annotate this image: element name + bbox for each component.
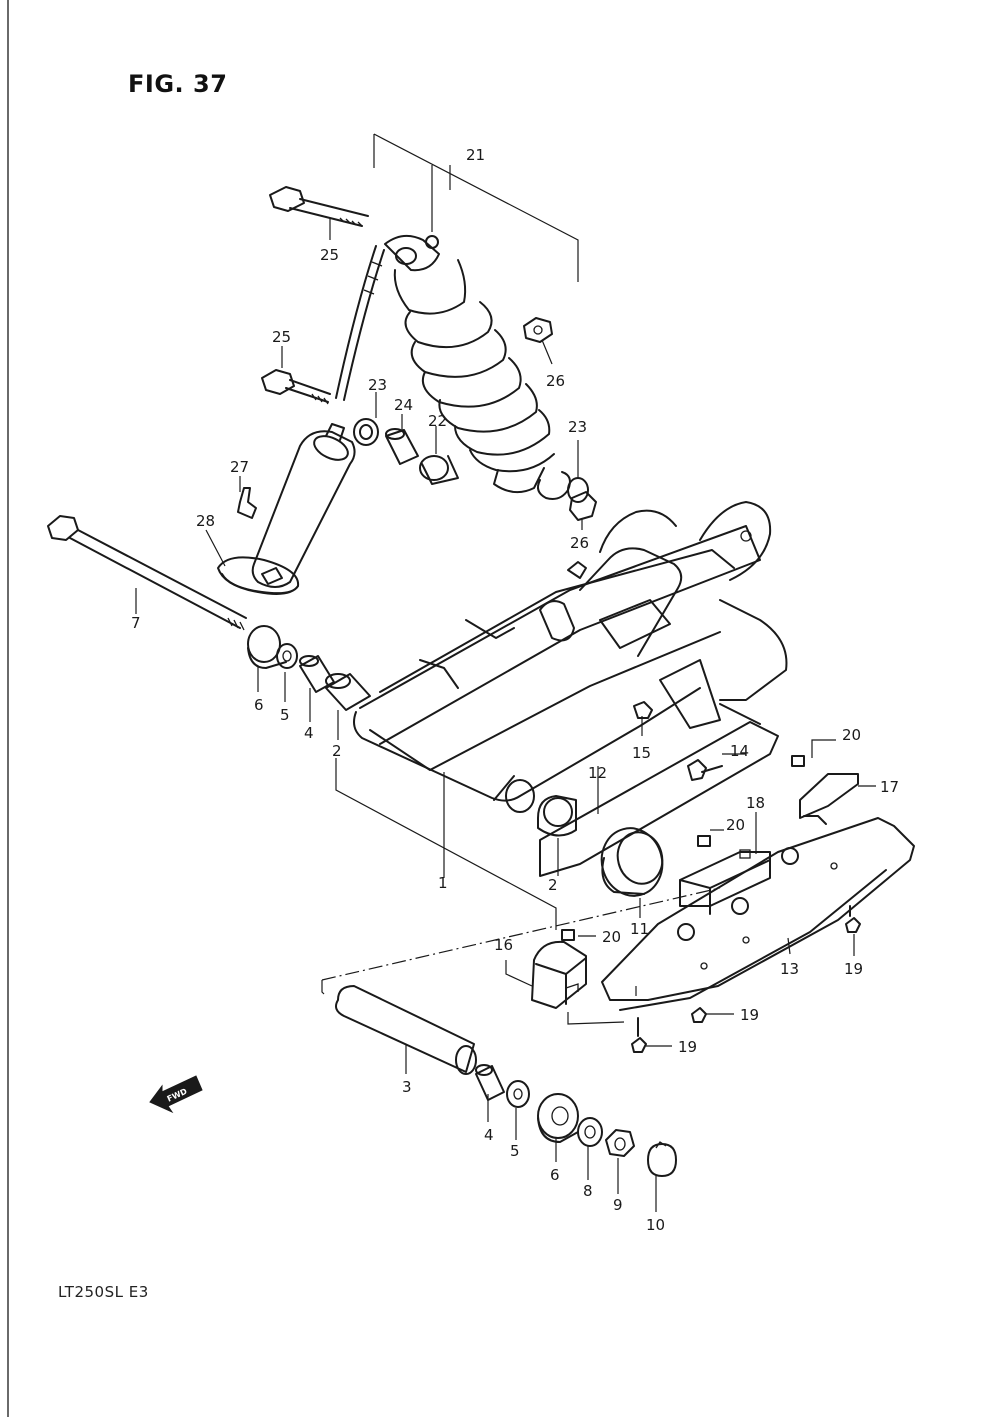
part-28-band (205, 529, 300, 595)
part-24-spacer (385, 414, 419, 465)
callout-25-lower: 25 (272, 328, 291, 346)
part-8-washer (577, 1117, 603, 1180)
callout-5-lower: 5 (510, 1142, 520, 1160)
callout-20-mid: 20 (726, 816, 745, 834)
callout-16: 16 (494, 936, 513, 954)
callout-15: 15 (632, 744, 651, 762)
callout-13: 13 (780, 960, 799, 978)
callout-14: 14 (730, 742, 749, 760)
model-label: LT250SL E3 (58, 1283, 149, 1301)
part-20-top-nut (791, 755, 805, 767)
part-19-bolts (631, 905, 861, 1053)
callout-6-left: 6 (254, 696, 264, 714)
part-16-block (505, 929, 596, 1009)
part-10-cap (647, 1141, 677, 1212)
bracket-1-2 (335, 758, 557, 930)
part-6-left-seal (247, 625, 287, 692)
fwd-arrow-icon: FWD (149, 1075, 203, 1114)
part-12-chain-slider (539, 721, 779, 877)
callout-19-right: 19 (844, 960, 863, 978)
part-17-bracket (799, 773, 876, 825)
callout-23-right: 23 (568, 418, 587, 436)
callout-21: 21 (466, 146, 485, 164)
part-3-pivot-tube (335, 985, 477, 1075)
shock-absorber (335, 234, 571, 500)
part-20-lower-nut (561, 929, 575, 941)
callout-2-left: 2 (332, 742, 342, 760)
part-23-left-collar (353, 392, 379, 446)
callout-18: 18 (746, 794, 765, 812)
callout-8: 8 (583, 1182, 593, 1200)
callout-2-right: 2 (548, 876, 558, 894)
callout-27: 27 (230, 458, 249, 476)
callout-17: 17 (880, 778, 899, 796)
callout-20-top: 20 (842, 726, 861, 744)
callout-3: 3 (402, 1078, 412, 1096)
callout-26-lower: 26 (570, 534, 589, 552)
callout-19-left: 19 (678, 1038, 697, 1056)
figure-title: FIG. 37 (128, 70, 228, 98)
shock-reservoir (251, 423, 356, 588)
part-14-bolt (687, 753, 746, 781)
callout-6-lower: 6 (550, 1166, 560, 1184)
callout-9: 9 (613, 1196, 623, 1214)
part-5-left-washer (276, 643, 298, 702)
callout-20-lower: 20 (602, 928, 621, 946)
callout-4-left: 4 (304, 724, 314, 742)
part-20-mid-nut (697, 835, 711, 847)
callout-7: 7 (131, 614, 141, 632)
part-5-lower-washer (506, 1080, 530, 1140)
callout-26-upper: 26 (546, 372, 565, 390)
part-26-lower-nut (569, 491, 597, 530)
leader-3-bracket (321, 980, 325, 995)
part-25-upper-bolt (269, 186, 369, 240)
part-26-upper-nut (523, 317, 553, 365)
leader-20-top (811, 739, 836, 758)
part-13-skid-plate (601, 817, 915, 1011)
callout-11: 11 (630, 920, 649, 938)
bracket-16-13 (567, 986, 637, 1025)
callout-5-left: 5 (280, 706, 290, 724)
part-15-bolt (633, 701, 653, 736)
part-7-axle-bolt (47, 515, 247, 631)
callout-12: 12 (588, 764, 607, 782)
part-11-dust-seal (600, 827, 664, 918)
part-2-right-bearing (537, 795, 577, 837)
callout-1: 1 (438, 874, 448, 892)
callout-28: 28 (196, 512, 215, 530)
callout-23-left: 23 (368, 376, 387, 394)
callout-19-mid: 19 (740, 1006, 759, 1024)
part-23-right-collar (567, 440, 589, 503)
part-2-left-bearing (325, 673, 371, 740)
part-6-lower-seal (537, 1093, 579, 1162)
part-25-lower-bolt (261, 346, 331, 405)
callout-10: 10 (646, 1216, 665, 1234)
part-22-bearing (419, 426, 459, 485)
callout-4-lower: 4 (484, 1126, 494, 1144)
part-9-nut (605, 1129, 635, 1194)
callout-22: 22 (428, 412, 447, 430)
part-4-lower-spacer (475, 1064, 505, 1122)
bracket-21 (373, 133, 579, 282)
swing-arm-frame (353, 501, 788, 813)
part-27-clip (237, 487, 257, 519)
callout-24: 24 (394, 396, 413, 414)
centerline-dash (321, 887, 721, 981)
callout-labels: 1 2 2 3 4 4 5 5 6 6 7 8 9 10 11 12 13 14… (131, 146, 899, 1234)
part-18-block (679, 812, 771, 915)
part-4-left-spacer (299, 655, 335, 722)
callout-25-upper: 25 (320, 246, 339, 264)
